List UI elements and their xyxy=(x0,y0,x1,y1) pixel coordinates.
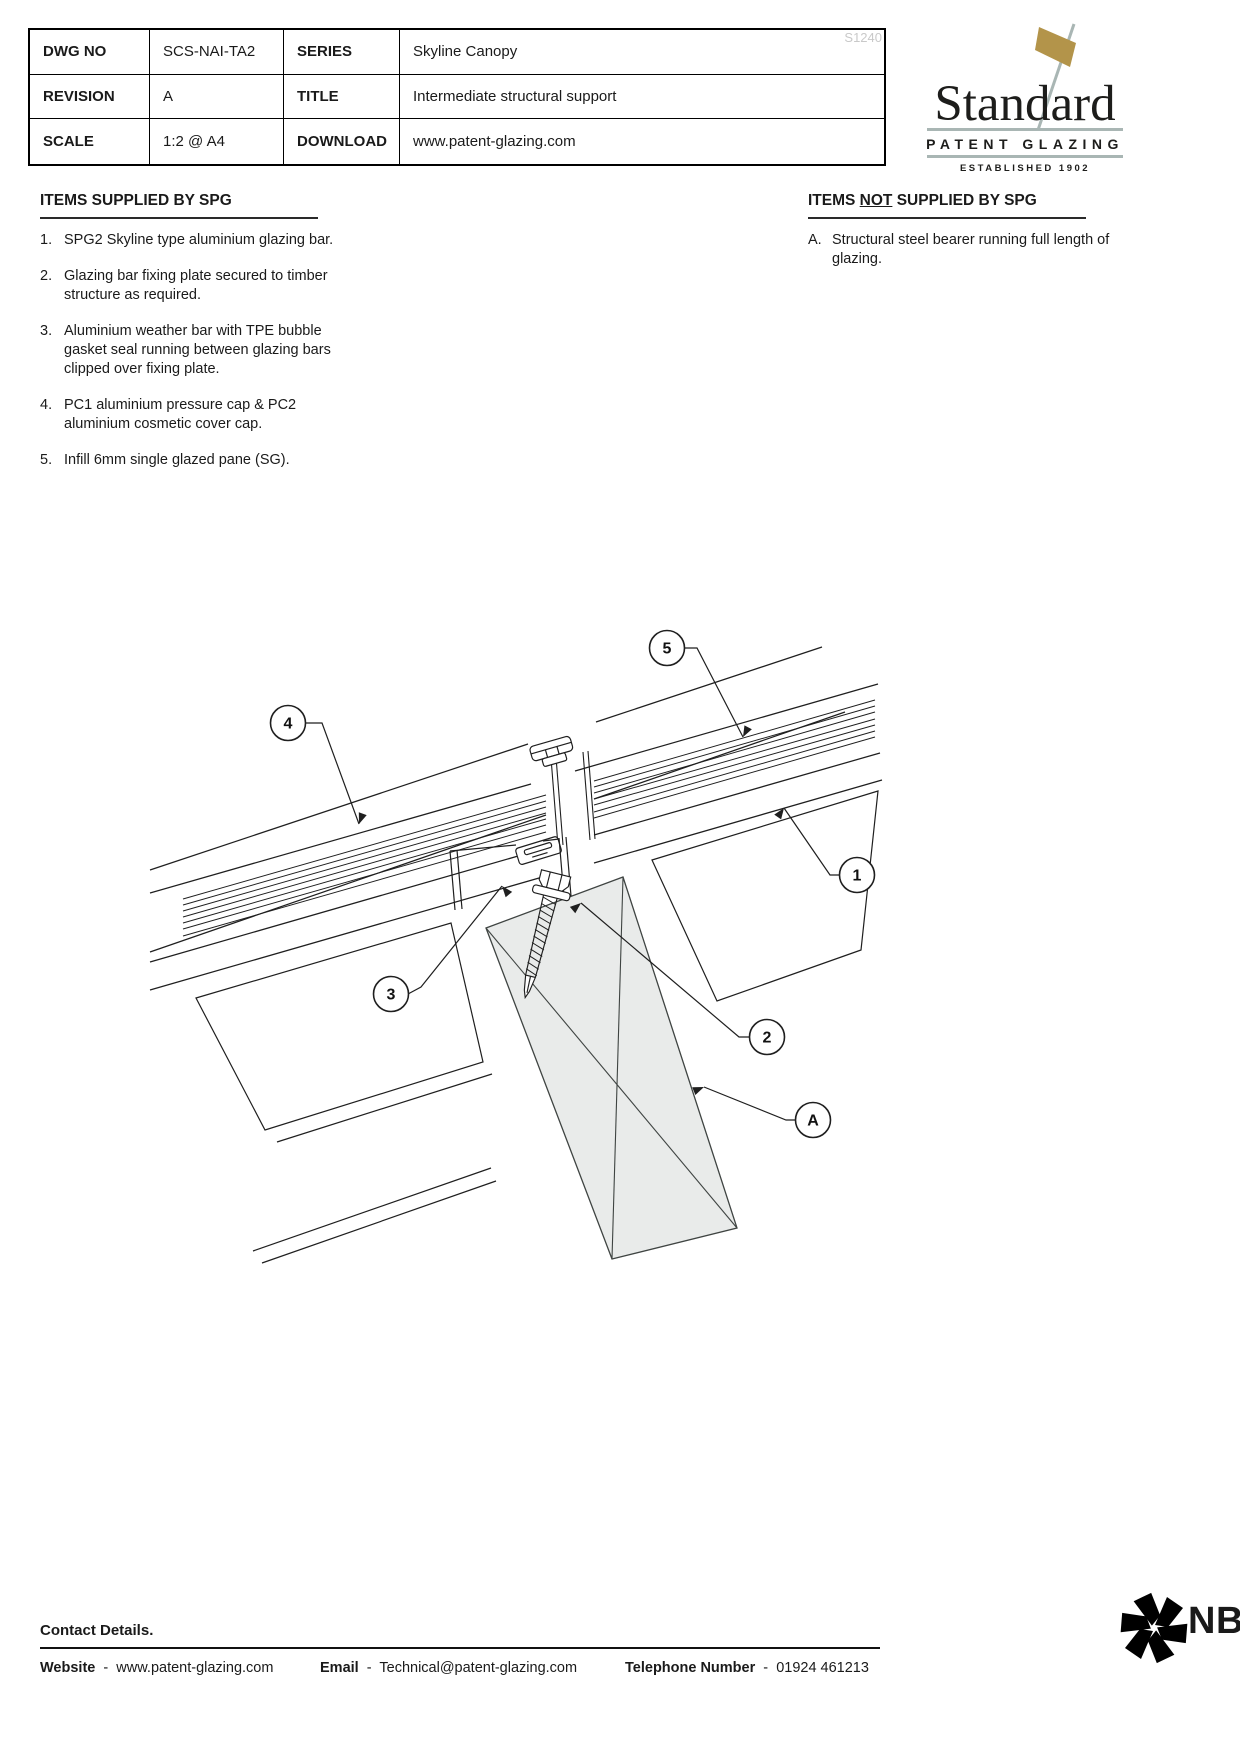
callout-bubble-1: 1 xyxy=(838,856,876,894)
callout-label: 4 xyxy=(284,716,293,733)
dwg-no-value: SCS-NAI-TA2 xyxy=(150,30,284,75)
logo-name: Standard xyxy=(934,76,1115,132)
nbs-logo-text: NBS xyxy=(1188,1600,1240,1642)
separator: - xyxy=(755,1660,777,1676)
weather-bar-clip xyxy=(515,836,562,865)
footer-email: Email - Technical@patent-glazing.com xyxy=(320,1660,577,1676)
cover-cap xyxy=(529,735,574,767)
revision-label: REVISION xyxy=(30,74,150,120)
lower-pane-panels xyxy=(195,790,879,1264)
left-pane-edge-line xyxy=(276,1073,493,1143)
title-pre: ITEMS xyxy=(808,192,860,209)
separator: - xyxy=(95,1660,117,1676)
items-supplied-list: 1. SPG2 Skyline type aluminium glazing b… xyxy=(40,231,338,470)
list-item: 4. PC1 aluminium pressure cap & PC2 alum… xyxy=(40,396,338,434)
items-not-supplied-list: A. Structural steel bearer running full … xyxy=(808,231,1124,269)
callout-label: A xyxy=(807,1113,819,1130)
drawing-spec-table: DWG NO SCS-NAI-TA2 SERIES Skyline Canopy… xyxy=(28,28,886,166)
item-number: A. xyxy=(808,232,822,248)
item-text: Aluminium weather bar with TPE bubble ga… xyxy=(64,323,331,377)
download-value[interactable]: www.patent-glazing.com xyxy=(413,133,576,151)
item-text: SPG2 Skyline type aluminium glazing bar. xyxy=(64,232,334,248)
list-item: 3. Aluminium weather bar with TPE bubble… xyxy=(40,322,338,379)
footer-rule xyxy=(40,1647,880,1649)
list-item: 5. Infill 6mm single glazed pane (SG). xyxy=(40,451,338,470)
items-not-supplied-rule xyxy=(808,217,1086,219)
right-pane-panel xyxy=(651,790,879,1002)
callout-bubble-2: 2 xyxy=(748,1018,786,1056)
leader-arrowheads xyxy=(358,725,784,1096)
item-number: 3. xyxy=(40,323,53,339)
callout-bubbles: 4 5 1 3 2 A xyxy=(269,629,876,1139)
series-value: Skyline Canopy xyxy=(400,30,884,75)
fixing-plate xyxy=(449,836,572,911)
nbs-icon xyxy=(1120,1592,1188,1664)
scale-label: SCALE xyxy=(30,119,150,164)
phone-value: 01924 461213 xyxy=(776,1660,869,1676)
contact-details-heading: Contact Details. xyxy=(40,1622,154,1639)
website-label: Website xyxy=(40,1660,96,1676)
callout-label: 2 xyxy=(763,1030,772,1047)
logo-rule-bottom xyxy=(927,155,1123,158)
leader-lines xyxy=(305,647,840,1121)
company-logo: Standard PATENT GLAZING ESTABLISHED 1902 xyxy=(925,18,1125,183)
glazing-stack xyxy=(149,646,883,991)
screw-washer xyxy=(531,884,571,902)
logo-subtitle: PATENT GLAZING xyxy=(926,136,1124,152)
glazing-bar-stem xyxy=(550,750,596,847)
title-value: Intermediate structural support xyxy=(400,75,884,120)
standard-patent-glazing-logo: Standard PATENT GLAZING ESTABLISHED 1902 xyxy=(926,23,1124,174)
title-post: SUPPLIED BY SPG xyxy=(892,192,1037,209)
callout-bubble-A: A xyxy=(794,1101,832,1139)
separator: - xyxy=(358,1660,380,1676)
footer-phone: Telephone Number - 01924 461213 xyxy=(625,1660,869,1676)
logo-rule-top xyxy=(927,128,1123,131)
item-text: Structural steel bearer running full len… xyxy=(832,232,1110,267)
sheet-code-watermark: S1240 xyxy=(844,30,882,45)
items-supplied-rule xyxy=(40,217,318,219)
item-number: 1. xyxy=(40,232,53,248)
item-text: Infill 6mm single glazed pane (SG). xyxy=(64,452,290,468)
callout-label: 5 xyxy=(663,641,672,658)
items-not-supplied-title: ITEMS NOT SUPPLIED BY SPG xyxy=(808,192,1037,210)
glass-pane-lines xyxy=(182,699,876,937)
series-label: SERIES xyxy=(284,30,400,75)
fixing-screw xyxy=(523,869,572,1000)
item-number: 2. xyxy=(40,268,53,284)
revision-value: A xyxy=(150,74,284,120)
list-item: 1. SPG2 Skyline type aluminium glazing b… xyxy=(40,231,338,250)
title-label: TITLE xyxy=(284,74,400,120)
callout-label: 1 xyxy=(853,868,862,885)
website-value[interactable]: www.patent-glazing.com xyxy=(116,1660,274,1676)
flag-icon xyxy=(1035,27,1076,67)
item-text: PC1 aluminium pressure cap & PC2 alumini… xyxy=(64,397,297,432)
footer-website: Website - www.patent-glazing.com xyxy=(40,1660,273,1676)
item-text: Glazing bar fixing plate secured to timb… xyxy=(64,268,328,303)
title-not: NOT xyxy=(859,192,893,209)
dwg-no-label: DWG NO xyxy=(30,30,150,75)
screw-threads xyxy=(525,896,557,977)
bearer-cross-line xyxy=(611,876,624,1260)
bottom-left-edge-line xyxy=(252,1167,492,1252)
callout-bubble-3: 3 xyxy=(372,975,410,1013)
callout-bubble-5: 5 xyxy=(648,629,686,667)
email-label: Email xyxy=(320,1660,359,1676)
logo-established: ESTABLISHED 1902 xyxy=(960,163,1090,174)
bottom-left-edge-line xyxy=(261,1180,497,1264)
list-item: A. Structural steel bearer running full … xyxy=(808,231,1124,269)
pressure-cap-top-line xyxy=(595,646,823,723)
callout-label: 3 xyxy=(387,987,396,1004)
items-supplied-title: ITEMS SUPPLIED BY SPG xyxy=(40,192,232,209)
list-item: 2. Glazing bar fixing plate secured to t… xyxy=(40,267,338,305)
phone-label: Telephone Number xyxy=(625,1660,756,1676)
scale-value: 1:2 @ A4 xyxy=(150,119,284,164)
item-number: 5. xyxy=(40,452,53,468)
email-value[interactable]: Technical@patent-glazing.com xyxy=(379,1660,578,1676)
left-pane-panel xyxy=(195,922,484,1131)
download-label: DOWNLOAD xyxy=(284,119,400,164)
item-number: 4. xyxy=(40,397,53,413)
callout-bubble-4: 4 xyxy=(269,704,307,742)
